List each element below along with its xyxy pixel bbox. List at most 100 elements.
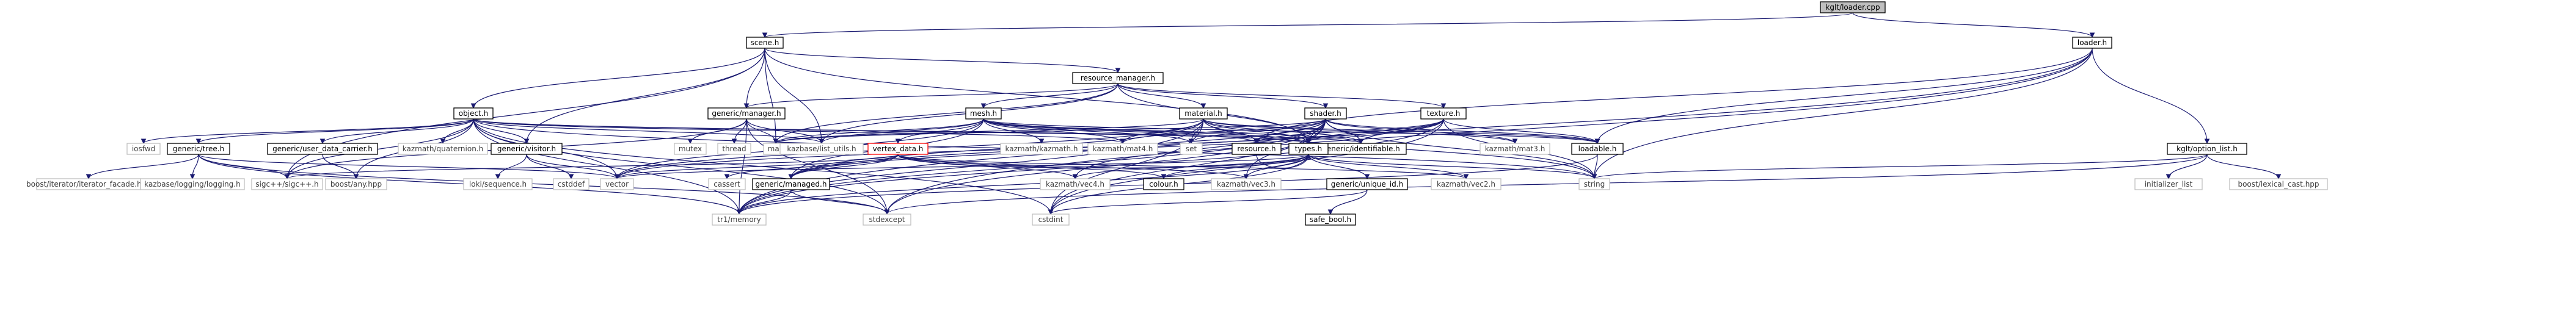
node-generic-unique-id-h[interactable]: generic/unique_id.h bbox=[1326, 178, 1408, 190]
node-box-kazbase-list-utils-h bbox=[779, 143, 864, 155]
edge-scene_h-to-generic_manager_h bbox=[746, 48, 765, 109]
node-label-loadable-h: loadable.h bbox=[1578, 145, 1617, 153]
node-label-generic-visitor-h: generic/visitor.h bbox=[497, 145, 556, 153]
edge-generic_manager_h-to-map bbox=[746, 118, 776, 144]
node-label-cassert: cassert bbox=[713, 180, 740, 188]
edge-object_h-to-kazbase_list_utils_h bbox=[473, 118, 822, 144]
edge-kglt_option_list_h-to-string bbox=[1594, 154, 2208, 179]
node-thread: thread bbox=[717, 143, 751, 155]
arrowhead-object_h-to-generic_tree_h bbox=[195, 138, 202, 145]
arrowhead-types_h-to-generic_unique_id_h bbox=[1364, 174, 1370, 180]
edge-loader_h-to-stdexcept bbox=[886, 48, 2093, 215]
node-box-object-h bbox=[453, 107, 494, 120]
node-label-kazmath-quaternion-h: kazmath/quaternion.h bbox=[403, 145, 483, 153]
node-generic-identifiable-h[interactable]: generic/identifiable.h bbox=[1315, 143, 1407, 155]
node-box-loader-h bbox=[2072, 37, 2112, 49]
node-material-h[interactable]: material.h bbox=[1179, 107, 1228, 120]
node-box-kazmath-kazmath-h bbox=[1000, 143, 1083, 155]
node-mesh-h[interactable]: mesh.h bbox=[965, 107, 1002, 120]
node-cassert: cassert bbox=[708, 178, 746, 190]
node-box-kazmath-vec2-h bbox=[1431, 178, 1501, 190]
node-label-boost-any-hpp: boost/any.hpp bbox=[330, 180, 382, 188]
node-string: string bbox=[1578, 178, 1610, 190]
arrowhead-object_h-to-iosfwd bbox=[140, 138, 147, 145]
node-sigcxx-h: sigc++/sigc++.h bbox=[251, 178, 323, 190]
node-label-cstdint: cstdint bbox=[1038, 215, 1064, 224]
node-box-shader-h bbox=[1304, 107, 1347, 120]
arrowhead-generic_manager_h-to-thread bbox=[731, 138, 737, 145]
node-label-kazmath-kazmath-h: kazmath/kazmath.h bbox=[1005, 145, 1078, 153]
node-shader-h[interactable]: shader.h bbox=[1304, 107, 1347, 120]
node-boost-any-hpp: boost/any.hpp bbox=[325, 178, 387, 190]
edge-resource_manager_h-to-map bbox=[775, 83, 1118, 144]
node-loader-h[interactable]: loader.h bbox=[2072, 37, 2112, 49]
node-texture-h[interactable]: texture.h bbox=[1420, 107, 1467, 120]
edge-types_h-to-vector bbox=[616, 154, 1309, 179]
node-box-kazmath-vec3-h bbox=[1211, 178, 1282, 190]
node-label-vector: vector bbox=[605, 180, 629, 188]
edge-generic_visitor_h-to-cstddef bbox=[526, 154, 572, 179]
edge-texture_h-to-cstdint bbox=[1050, 118, 1444, 215]
node-label-root: kglt/loader.cpp bbox=[1825, 3, 1880, 12]
edge-object_h-to-stdexcept bbox=[473, 118, 888, 215]
node-resource-h[interactable]: resource.h bbox=[1231, 143, 1282, 155]
arrowhead-loadable_h-to-string bbox=[1591, 174, 1597, 180]
node-box-vertex-data-h bbox=[867, 143, 929, 155]
node-box-thread bbox=[717, 143, 751, 155]
edge-loader_h-to-kglt_option_list_h bbox=[2092, 48, 2208, 144]
node-loadable-h[interactable]: loadable.h bbox=[1571, 143, 1624, 155]
edge-object_h-to-generic_tree_h bbox=[198, 118, 474, 144]
edge-shader_h-to-kazmath_mat4_h bbox=[1122, 118, 1326, 144]
node-box-resource-manager-h bbox=[1072, 72, 1164, 84]
node-kglt-option-list-h[interactable]: kglt/option_list.h bbox=[2167, 143, 2247, 155]
arrowhead-object_h-to-generic_visitor_h bbox=[524, 138, 530, 145]
node-label-iosfwd: iosfwd bbox=[132, 145, 155, 153]
node-box-texture-h bbox=[1420, 107, 1467, 120]
edge-generic_manager_h-to-tr1_memory bbox=[739, 118, 747, 215]
node-vertex-data-h[interactable]: vertex_data.h bbox=[867, 143, 929, 155]
node-colour-h[interactable]: colour.h bbox=[1143, 178, 1184, 190]
node-object-h[interactable]: object.h bbox=[453, 107, 494, 120]
node-label-kazmath-mat4-h: kazmath/mat4.h bbox=[1093, 145, 1153, 153]
node-box-sigcxx-h bbox=[251, 178, 323, 190]
edge-root-to-loader_h bbox=[1852, 12, 2093, 38]
node-kazmath-kazmath-h: kazmath/kazmath.h bbox=[1000, 143, 1083, 155]
node-box-generic-manager-h bbox=[707, 107, 786, 120]
edge-kglt_option_list_h-to-boost_lexical_cast_hpp bbox=[2206, 154, 2279, 179]
node-box-vector bbox=[600, 178, 634, 190]
node-types-h[interactable]: types.h bbox=[1288, 143, 1329, 155]
arrowhead-generic_unique_id_h-to-safe_bool_h bbox=[1327, 209, 1334, 215]
node-generic-managed-h[interactable]: generic/managed.h bbox=[752, 178, 830, 190]
arrowhead-generic_manager_h-to-mutex bbox=[687, 138, 693, 145]
node-safe-bool-h[interactable]: safe_bool.h bbox=[1305, 213, 1356, 226]
node-stdexcept: stdexcept bbox=[863, 213, 911, 226]
node-kazmath-vec2-h: kazmath/vec2.h bbox=[1431, 178, 1501, 190]
node-label-resource-manager-h: resource_manager.h bbox=[1081, 74, 1155, 82]
node-box-material-h bbox=[1179, 107, 1228, 120]
node-generic-tree-h[interactable]: generic/tree.h bbox=[167, 143, 230, 155]
node-label-colour-h: colour.h bbox=[1149, 180, 1178, 188]
node-box-root bbox=[1820, 1, 1886, 13]
node-resource-manager-h[interactable]: resource_manager.h bbox=[1072, 72, 1164, 84]
node-label-cstddef: cstddef bbox=[558, 180, 585, 188]
node-box-resource-h bbox=[1231, 143, 1282, 155]
edge-resource_manager_h-to-generic_manager_h bbox=[746, 83, 1118, 109]
node-box-kazbase-logging-h bbox=[140, 178, 245, 190]
arrowhead-types_h-to-kazmath_vec4_h bbox=[1072, 174, 1078, 180]
node-box-colour-h bbox=[1143, 178, 1184, 190]
node-initializer-list: initializer_list bbox=[2134, 178, 2203, 190]
node-root: kglt/loader.cpp bbox=[1820, 1, 1886, 13]
node-generic-manager-h[interactable]: generic/manager.h bbox=[707, 107, 786, 120]
node-boost-iterator-facade: boost/iterator/iterator_facade.hpp bbox=[26, 178, 151, 190]
edge-mesh_h-to-generic_identifiable_h bbox=[983, 118, 1362, 144]
node-box-kazmath-mat4-h bbox=[1087, 143, 1158, 155]
edge-scene_h-to-object_h bbox=[473, 48, 765, 109]
edge-generic_unique_id_h-to-cstdint bbox=[1050, 189, 1368, 215]
node-label-mutex: mutex bbox=[679, 145, 702, 153]
node-generic-visitor-h[interactable]: generic/visitor.h bbox=[491, 143, 563, 155]
node-scene-h[interactable]: scene.h bbox=[746, 37, 784, 49]
node-box-mutex bbox=[674, 143, 707, 155]
edge-generic_tree_h-to-boost_iterator_facade bbox=[88, 154, 199, 179]
node-generic-user-data-carrier-h[interactable]: generic/user_data_carrier.h bbox=[267, 143, 378, 155]
node-box-generic-managed-h bbox=[752, 178, 830, 190]
